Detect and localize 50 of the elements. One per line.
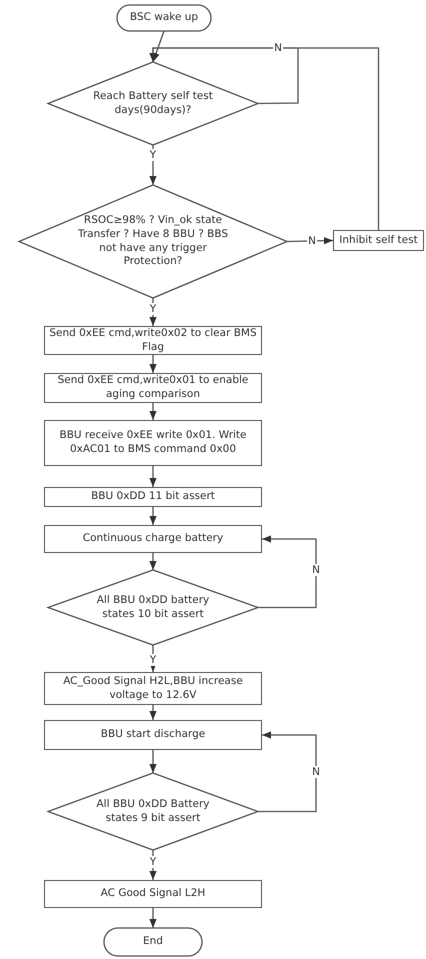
process-box (44, 373, 262, 403)
edge-label: N (311, 766, 321, 778)
arrow (258, 535, 317, 608)
arrow (286, 237, 334, 244)
edge-label: Y (148, 654, 158, 666)
process-box (44, 525, 262, 553)
node-text: BSC wake up (128, 11, 200, 25)
node-text: RSOC≥98% ? Vin_ok state Transfer ? Have 8 BBU ? BBS not have any trigger Protection? (76, 214, 230, 269)
arrow (258, 731, 317, 812)
node-text: Reach Battery self test days(90days)? (92, 90, 214, 118)
edge-label: Y (148, 856, 158, 868)
node-text: End (142, 935, 164, 949)
process-box (333, 230, 424, 251)
edge-label: N (273, 42, 283, 54)
arrow (149, 705, 157, 720)
arrow (149, 355, 157, 373)
node-text: All BBU 0xDD battery states 10 bit assert (96, 594, 210, 622)
process-box (44, 420, 262, 466)
arrow (149, 466, 157, 487)
arrow (149, 507, 157, 525)
node-text: Inhibit self test (338, 234, 419, 248)
node-text: BBU start discharge (100, 728, 206, 742)
decision-diamond (48, 773, 258, 850)
node-text: Send 0xEE cmd,write0x01 to enable aging comparison (56, 374, 250, 402)
decision-diamond (48, 570, 258, 645)
process-box (44, 487, 262, 507)
node-text: AC_Good Signal H2L,BBU increase voltage to 12.6V (62, 674, 244, 702)
node-text: Continuous charge battery (82, 532, 224, 546)
edge-label: N (311, 564, 321, 576)
terminator-shape (104, 928, 202, 956)
node-text: BBU 0xDD 11 bit assert (90, 490, 216, 504)
arrow (149, 908, 157, 928)
process-box (44, 672, 262, 705)
edge-label: Y (148, 303, 158, 315)
process-box (44, 880, 262, 908)
process-box (44, 720, 262, 750)
decision-diamond (48, 62, 258, 145)
terminator-shape (117, 5, 211, 31)
node-text: BBU receive 0xEE write 0x01. Write 0xAC01 to BMS command 0x00 (58, 429, 248, 457)
node-text: AC Good Signal L2H (100, 887, 206, 901)
node-text: Send 0xEE cmd,write0x02 to clear BMS Flag (48, 326, 258, 354)
arrow (152, 30, 165, 62)
arrow (149, 47, 380, 230)
edge-label: N (307, 235, 317, 247)
arrow (149, 403, 157, 420)
arrow (149, 553, 157, 570)
node-text: All BBU 0xDD Battery states 9 bit assert (95, 798, 211, 826)
decision-diamond (19, 185, 287, 298)
edge-label: Y (148, 149, 158, 161)
arrow (149, 750, 157, 773)
